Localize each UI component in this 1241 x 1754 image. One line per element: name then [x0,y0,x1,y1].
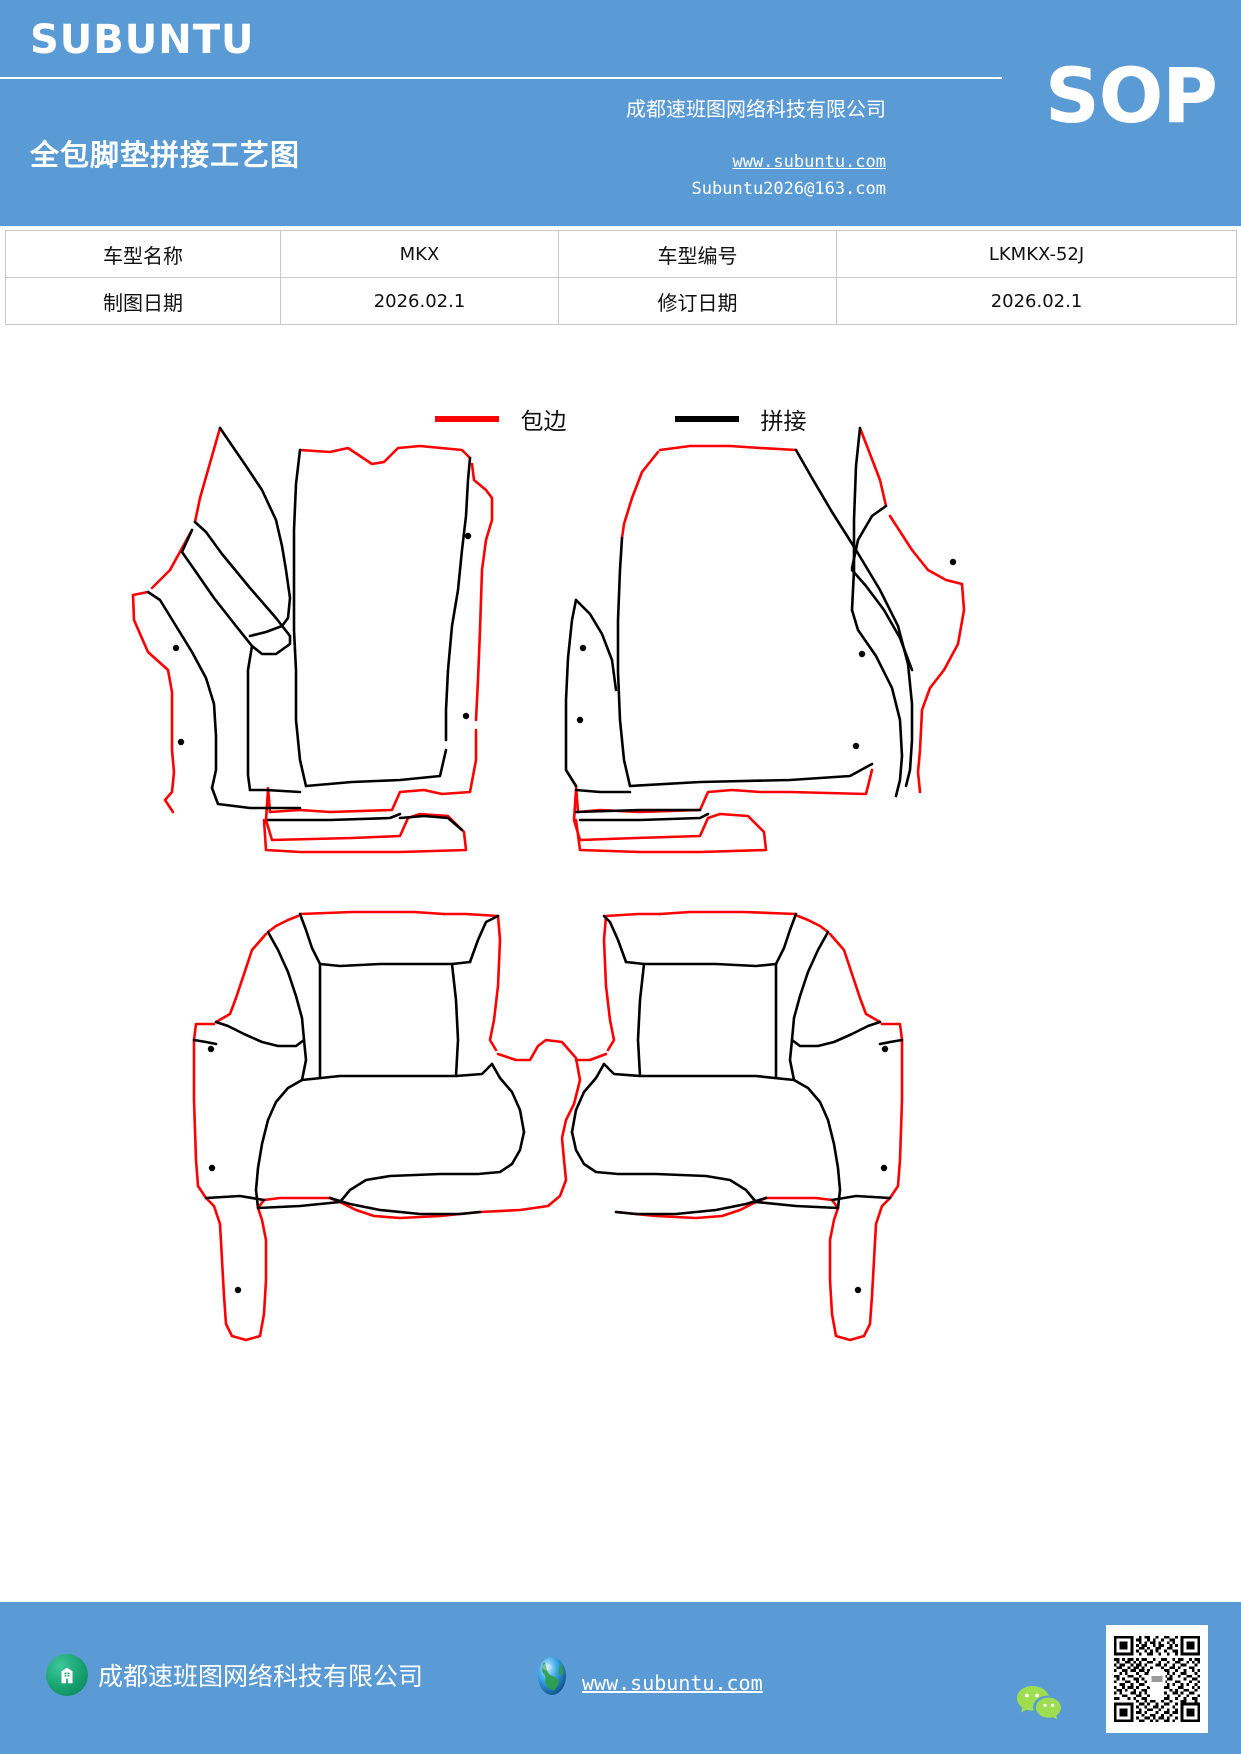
header-website-link[interactable]: www.subuntu.com [732,152,886,172]
table-row: 车型名称 MKX 车型编号 LKMKX-52J [5,230,1237,278]
legend-item-binding: 包边 [434,402,567,436]
mat-rear-right-eyelets [854,1045,889,1294]
footer-company-name: 成都速班图网络科技有限公司 [98,1664,424,1691]
model-code-value: LKMKX-52J [836,230,1237,278]
document-header: SUBUNTU 全包脚垫拼接工艺图 成都速班图网络科技有限公司 www.subu… [0,0,1241,226]
header-email[interactable]: Subuntu2026@163.com [691,179,886,199]
mat-rear-right-binding [574,910,904,1342]
mat-front-right-seams [564,426,914,822]
wechat-icon [1015,1684,1063,1724]
mat-rear-left-eyelets [207,1045,242,1294]
model-name-label: 车型名称 [5,230,281,278]
legend-label-binding: 包边 [520,409,567,434]
model-code-label: 车型编号 [558,230,837,278]
vehicle-info-table: 车型名称 MKX 车型编号 LKMKX-52J 制图日期 2026.02.1 修… [5,230,1237,325]
black-line-swatch-icon [674,416,739,422]
footer-site-block[interactable]: www.subuntu.com [530,1654,763,1698]
brand-logo: SUBUNTU [30,17,255,63]
mat-front-right-eyelets [576,558,957,750]
sop-badge: SOP [1044,51,1218,140]
building-icon [46,1654,88,1696]
header-company-name: 成都速班图网络科技有限公司 [626,99,886,121]
model-name-value: MKX [280,230,559,278]
mat-rear-left-seams [192,912,526,1216]
mat-outline-svg [131,426,966,1342]
globe-icon [530,1654,574,1698]
header-divider [0,77,1002,79]
mat-front-right-binding [572,426,966,854]
legend-item-seam: 拼接 [674,402,807,436]
footer-website-link[interactable]: www.subuntu.com [582,1671,763,1695]
mat-rear-right-seams [570,912,904,1216]
mat-front-left-seams [146,426,472,832]
table-row: 制图日期 2026.02.1 修订日期 2026.02.1 [5,277,1237,325]
revise-date-label: 修订日期 [558,277,837,325]
draw-date-label: 制图日期 [5,277,281,325]
drawing-legend: 包边 拼接 [0,402,1241,436]
red-line-swatch-icon [434,416,499,422]
revise-date-value: 2026.02.1 [836,277,1237,325]
mat-front-left-binding [131,426,494,854]
floor-mat-technical-drawing [0,420,1241,1425]
page-title: 全包脚垫拼接工艺图 [30,138,301,172]
legend-label-seam: 拼接 [760,409,807,434]
mat-front-left-eyelets [172,532,472,746]
qr-code [1106,1625,1208,1733]
footer-company-block: 成都速班图网络科技有限公司 [46,1654,423,1696]
draw-date-value: 2026.02.1 [280,277,559,325]
document-footer: 成都速班图网络科技有限公司 [0,1602,1241,1754]
